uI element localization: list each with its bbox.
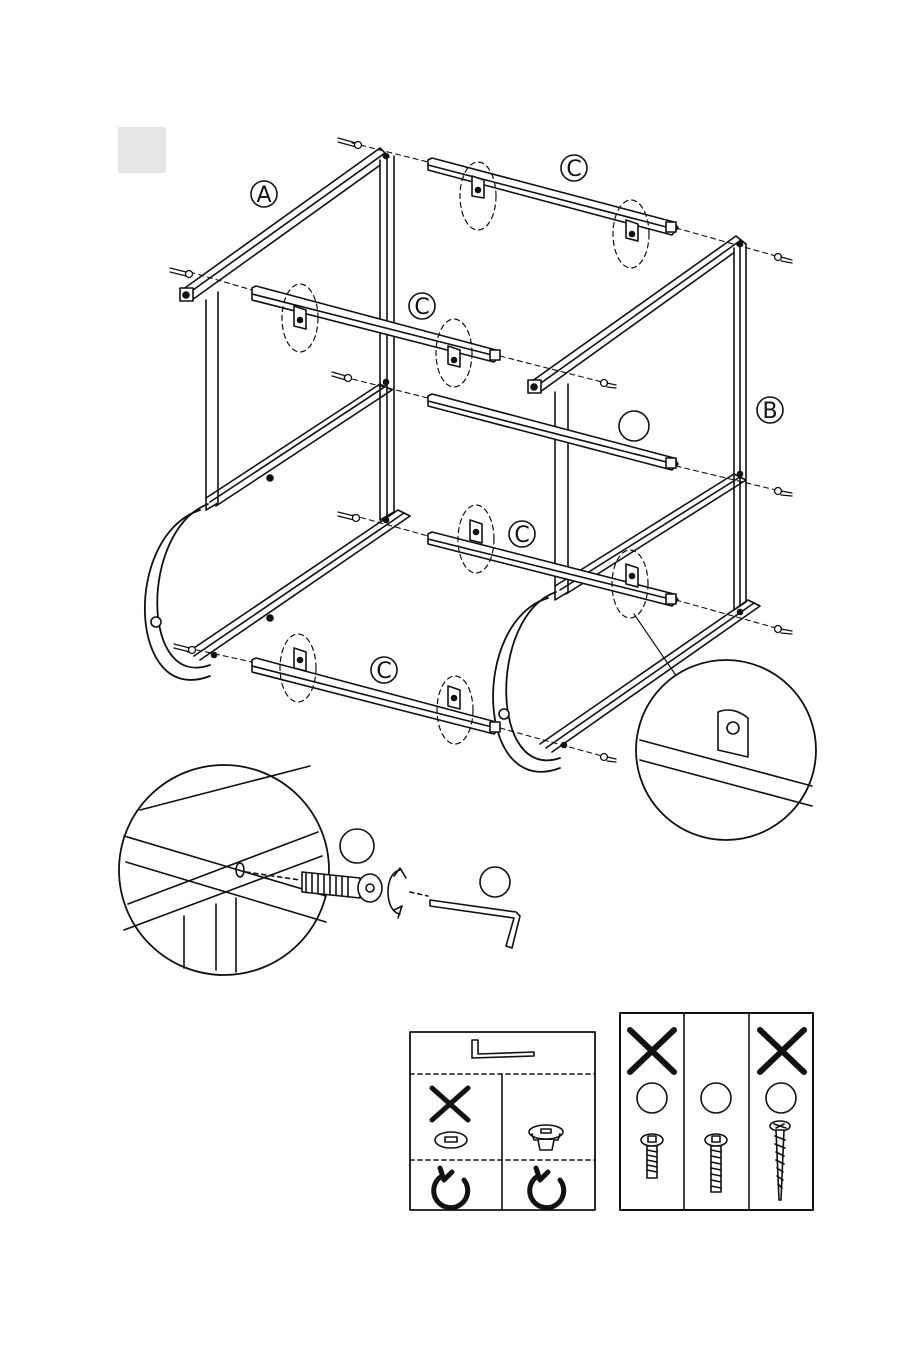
label-c-front-bottom: C — [376, 659, 391, 684]
label-b: B — [762, 399, 777, 424]
frame-a — [145, 148, 410, 680]
detail-highlights — [280, 162, 649, 744]
label-c-back-top: C — [566, 157, 581, 182]
allen-key-icon — [430, 900, 520, 948]
label-a: A — [256, 183, 271, 208]
hardware-box-screws — [620, 1013, 813, 1210]
zoom-detail-tab — [634, 614, 816, 840]
hardware-box-tools — [410, 1032, 595, 1210]
washer-icon — [435, 1132, 467, 1148]
label-c-back-lower: C — [514, 523, 529, 548]
label-c-front-top: C — [414, 295, 429, 320]
step-number-badge — [118, 127, 166, 173]
zoom-detail-bolt — [119, 765, 520, 975]
